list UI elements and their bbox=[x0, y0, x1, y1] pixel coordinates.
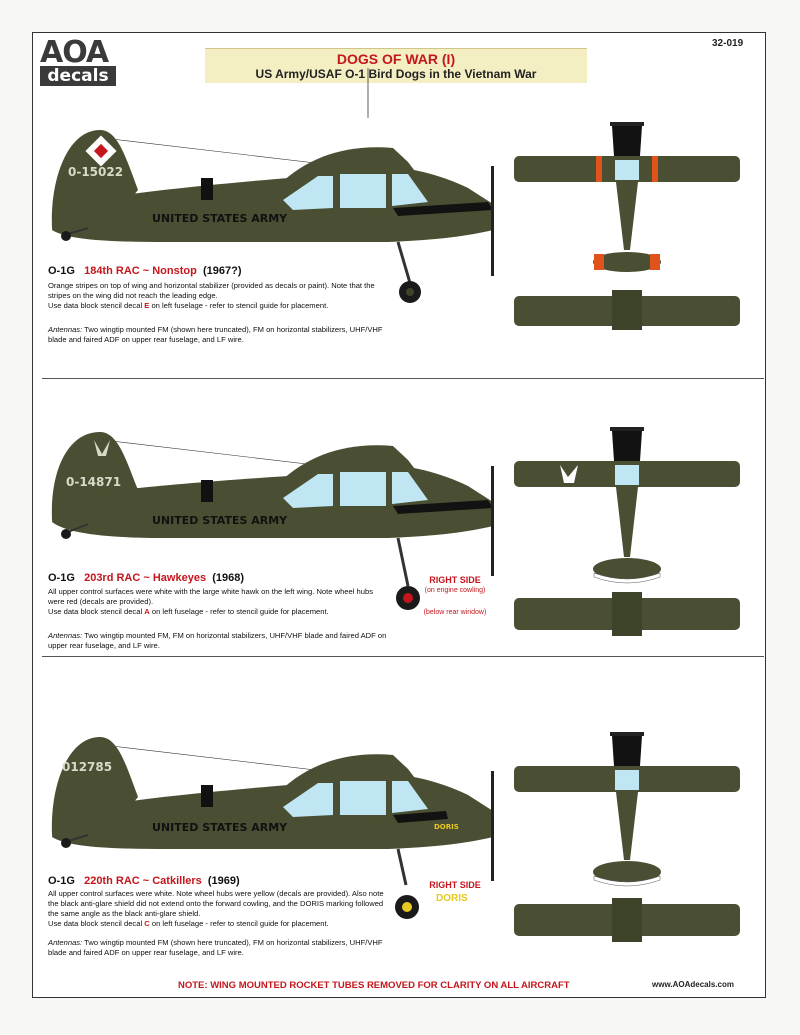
sheet-code: 32-019 bbox=[712, 38, 744, 49]
antennas-label: Antennas: bbox=[48, 631, 83, 640]
section-description-3: All upper control surfaces were white. N… bbox=[48, 889, 388, 929]
year: (1967?) bbox=[202, 265, 242, 277]
page-subtitle: US Army/USAF O-1 Bird Dogs in the Vietna… bbox=[255, 67, 537, 81]
profile-illustration-2: 0-14871 UNITED STATES ARMY bbox=[51, 432, 494, 610]
brand-logo-decals: decals bbox=[40, 66, 116, 86]
stencil-text-end: on left fuselage - refer to stencil guid… bbox=[149, 301, 329, 310]
antennas-label: Antennas: bbox=[48, 938, 83, 947]
bottom-view-3 bbox=[514, 898, 740, 942]
aircraft-type: O-1G bbox=[48, 265, 75, 277]
section-divider bbox=[42, 378, 764, 379]
doris-decal-label: DORIS bbox=[436, 893, 468, 904]
description-text: All upper control surfaces were white. N… bbox=[48, 889, 384, 918]
unit-name: 220th RAC ~ Catkillers bbox=[84, 875, 202, 887]
stencil-letter: C bbox=[144, 919, 150, 928]
title-banner: DOGS OF WAR (I) US Army/USAF O-1 Bird Do… bbox=[205, 48, 587, 83]
stencil-letter: A bbox=[144, 607, 150, 616]
right-side-note: (on engine cowling) bbox=[424, 587, 486, 594]
fuselage-marking: UNITED STATES ARMY bbox=[152, 514, 288, 527]
stencil-text-end: on left fuselage - refer to stencil guid… bbox=[149, 919, 329, 928]
description-text: All upper control surfaces were white wi… bbox=[48, 587, 374, 606]
stencil-text: Use data block stencil decal bbox=[48, 301, 145, 310]
top-view-1 bbox=[514, 122, 740, 272]
antennas-note-3: Antennas: Two wingtip mounted FM (shown … bbox=[48, 938, 393, 958]
section-title-2: O-1G 203rd RAC ~ Hawkeyes (1968) bbox=[48, 572, 244, 584]
tail-number: 0-14871 bbox=[66, 475, 121, 489]
tail-number: 012785 bbox=[62, 760, 112, 774]
antennas-text: Two wingtip mounted FM (shown here trunc… bbox=[48, 938, 383, 957]
top-view-2 bbox=[514, 427, 740, 584]
section-title-3: O-1G 220th RAC ~ Catkillers (1969) bbox=[48, 875, 240, 887]
doris-marking: DORIS bbox=[434, 823, 459, 831]
tail-number: 0-15022 bbox=[68, 165, 123, 179]
unit-name: 203rd RAC ~ Hawkeyes bbox=[84, 572, 207, 584]
antennas-note-1: Antennas: Two wingtip mounted FM (shown … bbox=[48, 325, 393, 345]
stencil-letter: E bbox=[144, 301, 150, 310]
stencil-text-end: on left fuselage - refer to stencil guid… bbox=[149, 607, 329, 616]
page-title: DOGS OF WAR (I) bbox=[336, 51, 456, 67]
antennas-label: Antennas: bbox=[48, 325, 83, 334]
profile-illustration-1: 0-15022 UNITED STATES ARMY bbox=[51, 68, 494, 303]
description-text: Orange stripes on top of wing and horizo… bbox=[48, 281, 375, 300]
right-side-label: RIGHT SIDE bbox=[429, 575, 481, 585]
stencil-text: Use data block stencil decal bbox=[48, 919, 145, 928]
bottom-view-2 bbox=[514, 592, 740, 636]
aircraft-type: O-1G bbox=[48, 572, 75, 584]
antennas-text: Two wingtip mounted FM (shown here trunc… bbox=[48, 325, 383, 344]
footer-url[interactable]: www.AOAdecals.com bbox=[652, 980, 734, 989]
wheel-detail-yellow-hub bbox=[395, 895, 419, 919]
antennas-note-2: Antennas: Two wingtip mounted FM, FM on … bbox=[48, 631, 393, 651]
right-side-note: (below rear window) bbox=[423, 609, 487, 616]
section-divider bbox=[42, 656, 764, 657]
fuselage-marking: UNITED STATES ARMY bbox=[152, 821, 288, 834]
bottom-view-1 bbox=[514, 290, 740, 330]
fuselage-marking: UNITED STATES ARMY bbox=[152, 212, 288, 225]
brand-logo: AOA bbox=[40, 35, 109, 70]
section-title-1: O-1G 184th RAC ~ Nonstop (1967?) bbox=[48, 265, 242, 277]
year: (1969) bbox=[207, 875, 240, 887]
stencil-text: Use data block stencil decal bbox=[48, 607, 145, 616]
section-description-1: Orange stripes on top of wing and horizo… bbox=[48, 281, 388, 311]
footer-note: NOTE: WING MOUNTED ROCKET TUBES REMOVED … bbox=[178, 980, 570, 991]
profile-illustration-3: 012785 UNITED STATES ARMY DORIS bbox=[51, 737, 494, 886]
section-description-2: All upper control surfaces were white wi… bbox=[48, 587, 388, 617]
aircraft-type: O-1G bbox=[48, 875, 75, 887]
unit-name: 184th RAC ~ Nonstop bbox=[84, 265, 197, 277]
right-side-label: RIGHT SIDE bbox=[429, 880, 481, 890]
year: (1968) bbox=[212, 572, 244, 584]
top-view-3 bbox=[514, 732, 740, 887]
antennas-text: Two wingtip mounted FM, FM on horizontal… bbox=[48, 631, 387, 650]
